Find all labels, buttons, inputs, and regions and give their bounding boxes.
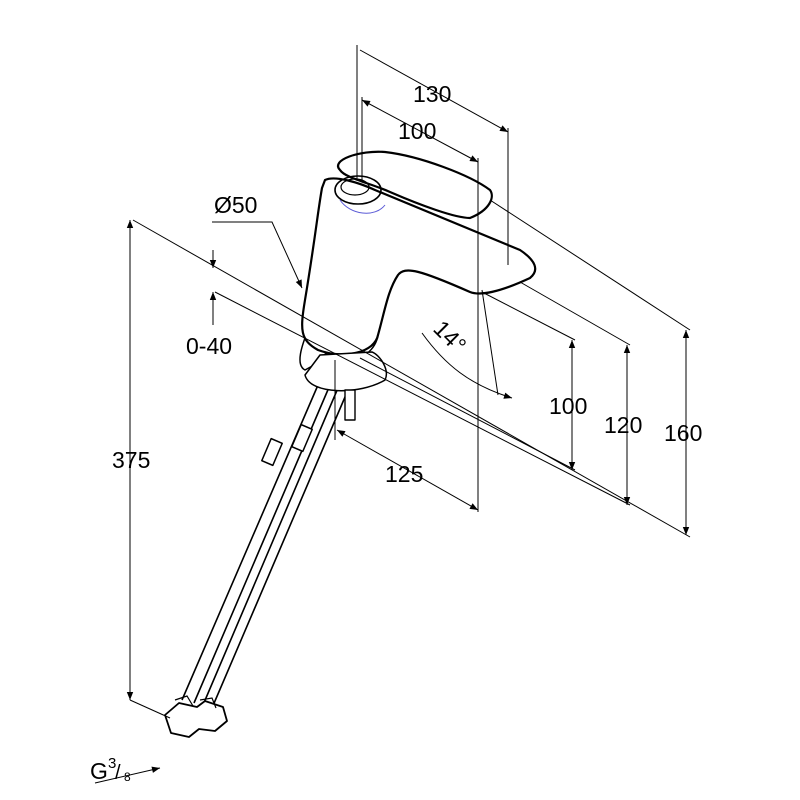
hose-length-label: 375	[112, 447, 150, 473]
svg-text:/: /	[115, 762, 121, 784]
dim-100-lever-label: 100	[398, 118, 436, 144]
dim-130-label: 130	[413, 81, 451, 107]
supply-hoses	[164, 384, 349, 738]
spout-reach-label: 125	[385, 461, 423, 487]
thread-size-label: G 3 / 8	[90, 755, 131, 784]
height-120-label: 120	[604, 412, 642, 438]
accent-arc	[339, 199, 386, 214]
thread-numerator: 3	[108, 755, 116, 772]
height-160-label: 160	[664, 420, 702, 446]
thread-denominator: 8	[124, 770, 131, 784]
adjust-range-label: 0-40	[186, 333, 232, 359]
lever-angle-label: 14°	[428, 315, 471, 358]
thread-g: G	[90, 758, 108, 784]
spout-height-label: 100	[549, 393, 587, 419]
diameter-label: Ø50	[214, 192, 257, 218]
faucet-body	[299, 150, 537, 421]
dimension-lines	[94, 45, 691, 784]
